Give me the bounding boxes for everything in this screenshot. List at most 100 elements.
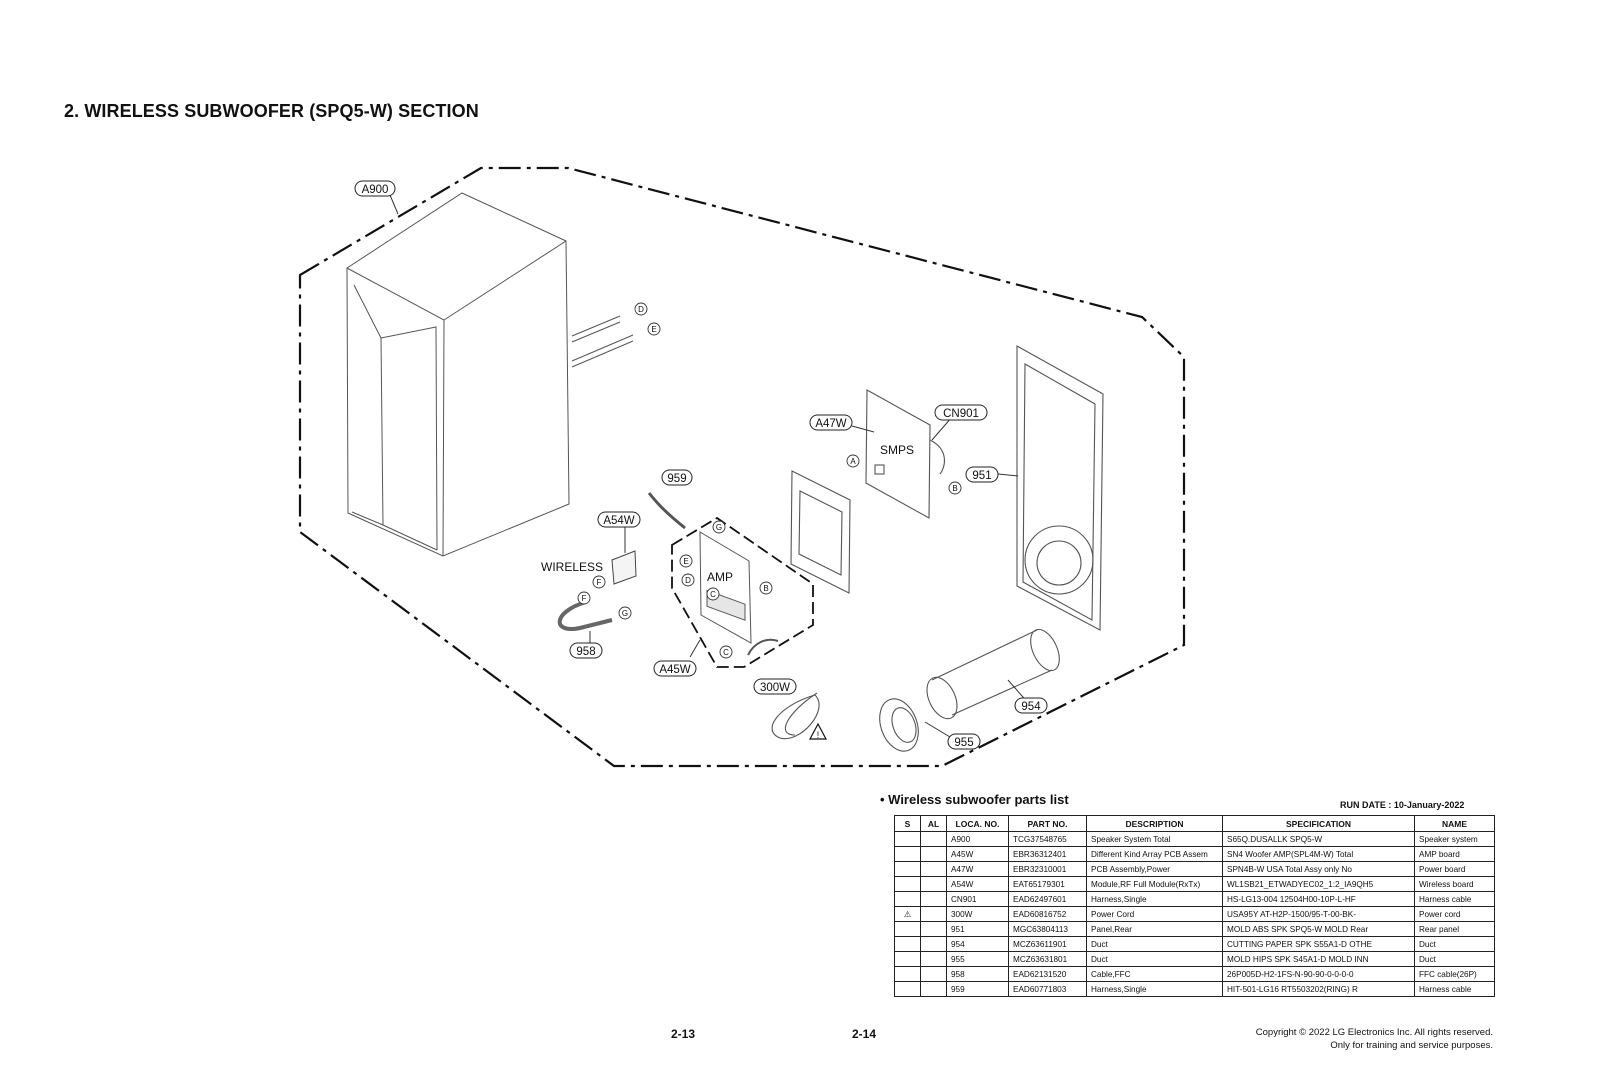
table-cell: Different Kind Array PCB Assem xyxy=(1086,846,1223,862)
section-title: 2. WIRELESS SUBWOOFER (SPQ5-W) SECTION xyxy=(64,101,479,121)
table-cell: MCZ63611901 xyxy=(1008,936,1087,952)
assembly-boundary xyxy=(298,166,1186,768)
table-cell: AMP board xyxy=(1414,846,1495,862)
table-cell xyxy=(920,846,947,862)
wireless-label: WIRELESS xyxy=(541,560,603,574)
table-cell xyxy=(920,891,947,907)
callout-951: 951 xyxy=(972,470,991,482)
table-cell: PCB Assembly,Power xyxy=(1086,861,1223,877)
harness-959 xyxy=(647,492,686,530)
table-cell: Duct xyxy=(1414,936,1495,952)
callout-a45w: A45W xyxy=(659,664,690,676)
callout-a900: A900 xyxy=(362,184,389,196)
table-cell: EAD62131520 xyxy=(1008,966,1087,982)
table-cell xyxy=(894,846,921,862)
table-cell xyxy=(920,921,947,937)
power-cord xyxy=(771,692,820,740)
marker-b-smps: B xyxy=(952,484,957,493)
table-cell: 26P005D-H2-1FS-N-90-90-0-0-0-0 xyxy=(1222,966,1415,982)
table-cell: TCG37548765 xyxy=(1008,831,1087,847)
marker-c-wire: C xyxy=(723,648,729,657)
table-cell: SPN4B-W USA Total Assy only No xyxy=(1222,861,1415,877)
cabinet-wires xyxy=(571,315,634,368)
smps-label: SMPS xyxy=(880,443,914,457)
table-cell: CN901 xyxy=(946,891,1009,907)
amp-label: AMP xyxy=(707,570,733,584)
column-header: DESCRIPTION xyxy=(1086,815,1223,832)
table-cell xyxy=(920,936,947,952)
page-number-left: 2-13 xyxy=(671,1027,696,1041)
table-cell: Power Cord xyxy=(1086,906,1223,922)
marker-d-amp: D xyxy=(685,576,691,585)
usage-note: Only for training and service purposes. xyxy=(1330,1040,1493,1051)
table-cell: A45W xyxy=(946,846,1009,862)
table-cell xyxy=(894,966,921,982)
connector-markers xyxy=(577,302,962,659)
table-cell: Harness,Single xyxy=(1086,891,1223,907)
table-cell xyxy=(894,921,921,937)
table-cell: 955 xyxy=(946,951,1009,967)
table-cell xyxy=(920,966,947,982)
table-cell: WL1SB21_ETWADYEC02_1:2_IA9QH5 xyxy=(1222,876,1415,892)
table-cell: Power board xyxy=(1414,861,1495,877)
table-cell xyxy=(894,891,921,907)
marker-g-amp: G xyxy=(716,523,722,532)
table-cell: A47W xyxy=(946,861,1009,877)
table-cell: EAD60816752 xyxy=(1008,906,1087,922)
page-number-right: 2-14 xyxy=(852,1027,877,1041)
table-cell: Rear panel xyxy=(1414,921,1495,937)
table-cell: Harness cable xyxy=(1414,981,1495,997)
marker-g-cable: G xyxy=(622,609,628,618)
table-cell xyxy=(894,981,921,997)
table-cell: S65Q.DUSALLK SPQ5-W xyxy=(1222,831,1415,847)
table-cell: Duct xyxy=(1086,951,1223,967)
amp-boundary xyxy=(671,516,814,668)
table-cell: Duct xyxy=(1086,936,1223,952)
marker-b-amp: B xyxy=(763,584,768,593)
table-cell: Duct xyxy=(1414,951,1495,967)
safety-warning-icon xyxy=(809,722,827,740)
rear-panel xyxy=(1016,345,1104,631)
table-cell: Panel,Rear xyxy=(1086,921,1223,937)
duct-955 xyxy=(879,698,919,752)
column-header: LOCA. NO. xyxy=(946,815,1009,832)
table-cell: EAT65179301 xyxy=(1008,876,1087,892)
table-cell xyxy=(920,861,947,877)
marker-e-cabinet: E xyxy=(651,325,656,334)
table-cell: MOLD ABS SPK SPQ5-W MOLD Rear xyxy=(1222,921,1415,937)
marker-e-amp: E xyxy=(683,557,688,566)
table-cell xyxy=(894,951,921,967)
table-cell xyxy=(894,876,921,892)
marker-d-cabinet: D xyxy=(638,305,644,314)
smps-board xyxy=(865,389,945,519)
table-cell: MOLD HIPS SPK S45A1-D MOLD INN xyxy=(1222,951,1415,967)
table-cell: A900 xyxy=(946,831,1009,847)
table-cell: ⚠ xyxy=(894,906,921,922)
column-header: AL xyxy=(920,815,947,832)
table-cell: Cable,FFC xyxy=(1086,966,1223,982)
callout-954: 954 xyxy=(1021,701,1041,713)
table-cell: FFC cable(26P) xyxy=(1414,966,1495,982)
table-cell xyxy=(894,936,921,952)
table-cell: Wireless board xyxy=(1414,876,1495,892)
callout-a54w: A54W xyxy=(603,515,634,527)
table-cell: 954 xyxy=(946,936,1009,952)
parts-list-title: • Wireless subwoofer parts list xyxy=(880,792,1069,807)
table-cell: Harness,Single xyxy=(1086,981,1223,997)
table-cell: HIT-501-LG16 RT5503202(RING) R xyxy=(1222,981,1415,997)
table-cell xyxy=(920,906,947,922)
callout-300w: 300W xyxy=(760,682,790,694)
table-cell: Speaker system xyxy=(1414,831,1495,847)
smps-bracket xyxy=(790,470,851,594)
